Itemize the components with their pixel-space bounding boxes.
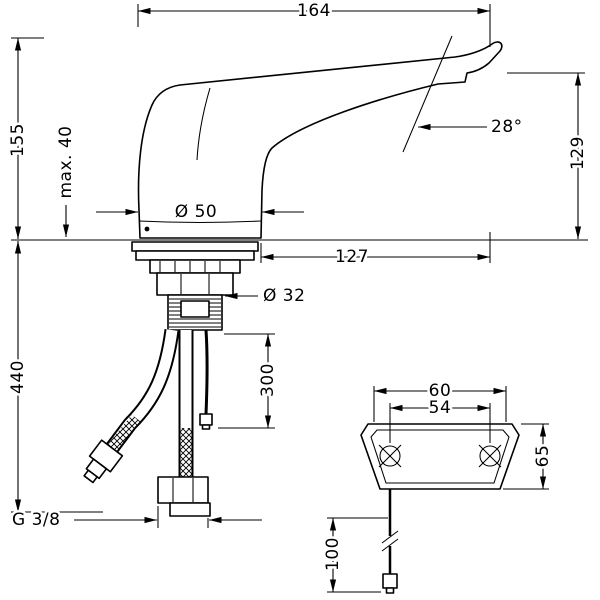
cable-plug [199, 413, 213, 426]
mounting-hardware [131, 241, 259, 331]
dimension-dia32-label: Ø 32 [263, 286, 305, 306]
dimension-100: 100 [321, 517, 388, 593]
base-gasket [131, 241, 259, 252]
plate-outer-outline [360, 423, 520, 490]
detail-mounting-plate [360, 423, 520, 490]
faucet-side-view [137, 41, 503, 239]
screw-right [478, 444, 502, 468]
dimension-28deg-label: 28° [491, 117, 523, 137]
dimension-129-label: 129 [568, 136, 588, 170]
base-seam-line [138, 220, 262, 224]
dimension-60: 60 [373, 379, 507, 422]
dimension-164-label: 164 [297, 1, 331, 21]
dimension-max40: max. 40 [54, 123, 79, 237]
dimension-dia50: Ø 50 [96, 200, 304, 225]
faucet-outline [137, 41, 503, 239]
dimension-155-label: 155 [8, 123, 28, 157]
cable-break-mark [381, 530, 399, 552]
mounting-nut [156, 272, 234, 296]
dimension-60-label: 60 [429, 381, 452, 401]
shank-slot [180, 300, 210, 318]
cable-plug-tip [201, 424, 211, 430]
dimension-dia50-label: Ø 50 [175, 202, 217, 222]
dimension-100-label: 100 [323, 537, 343, 571]
dimension-65-label: 65 [533, 445, 553, 468]
angle-reference-line [402, 35, 453, 153]
hose-union-nut [157, 476, 209, 504]
dimension-129: 129 [507, 72, 591, 239]
spout-angle-reference: 28° [402, 35, 525, 153]
dimension-54-label: 54 [429, 398, 452, 418]
dimension-440: 440 [6, 241, 103, 513]
sensor-dot [144, 226, 150, 232]
supply-hose-straight [157, 330, 211, 517]
dimension-300-label: 300 [258, 363, 278, 397]
supply-hose-curved [83, 329, 180, 484]
dimension-g38-label: G 3/8 [12, 510, 60, 530]
castellated-washer [149, 259, 241, 274]
dimension-300: 300 [218, 333, 281, 429]
plate-inner-outline [370, 429, 510, 484]
detail-cable [381, 489, 399, 594]
hose-nipple [169, 502, 211, 517]
dimension-g38: G 3/8 [10, 506, 262, 533]
detail-cable-plug [382, 573, 398, 589]
dimension-65: 65 [503, 423, 556, 490]
base-washer [135, 250, 255, 261]
detail-cable-plug-tip [385, 587, 395, 594]
sensor-cable [199, 329, 213, 430]
dimension-127: 127 [260, 232, 491, 270]
hose-connector-left [83, 439, 124, 484]
dimension-dia32: Ø 32 [225, 284, 307, 309]
screw-left [378, 444, 402, 468]
dimension-127-label: 127 [335, 247, 369, 267]
dimension-164: 164 [137, 0, 491, 47]
dimension-54: 54 [389, 396, 491, 443]
lever-seam-line [196, 87, 211, 161]
dimension-155: 155 [6, 37, 44, 239]
dimension-max40-label: max. 40 [56, 126, 76, 199]
hose-braid-section [107, 414, 141, 452]
dimension-440-label: 440 [8, 360, 28, 394]
